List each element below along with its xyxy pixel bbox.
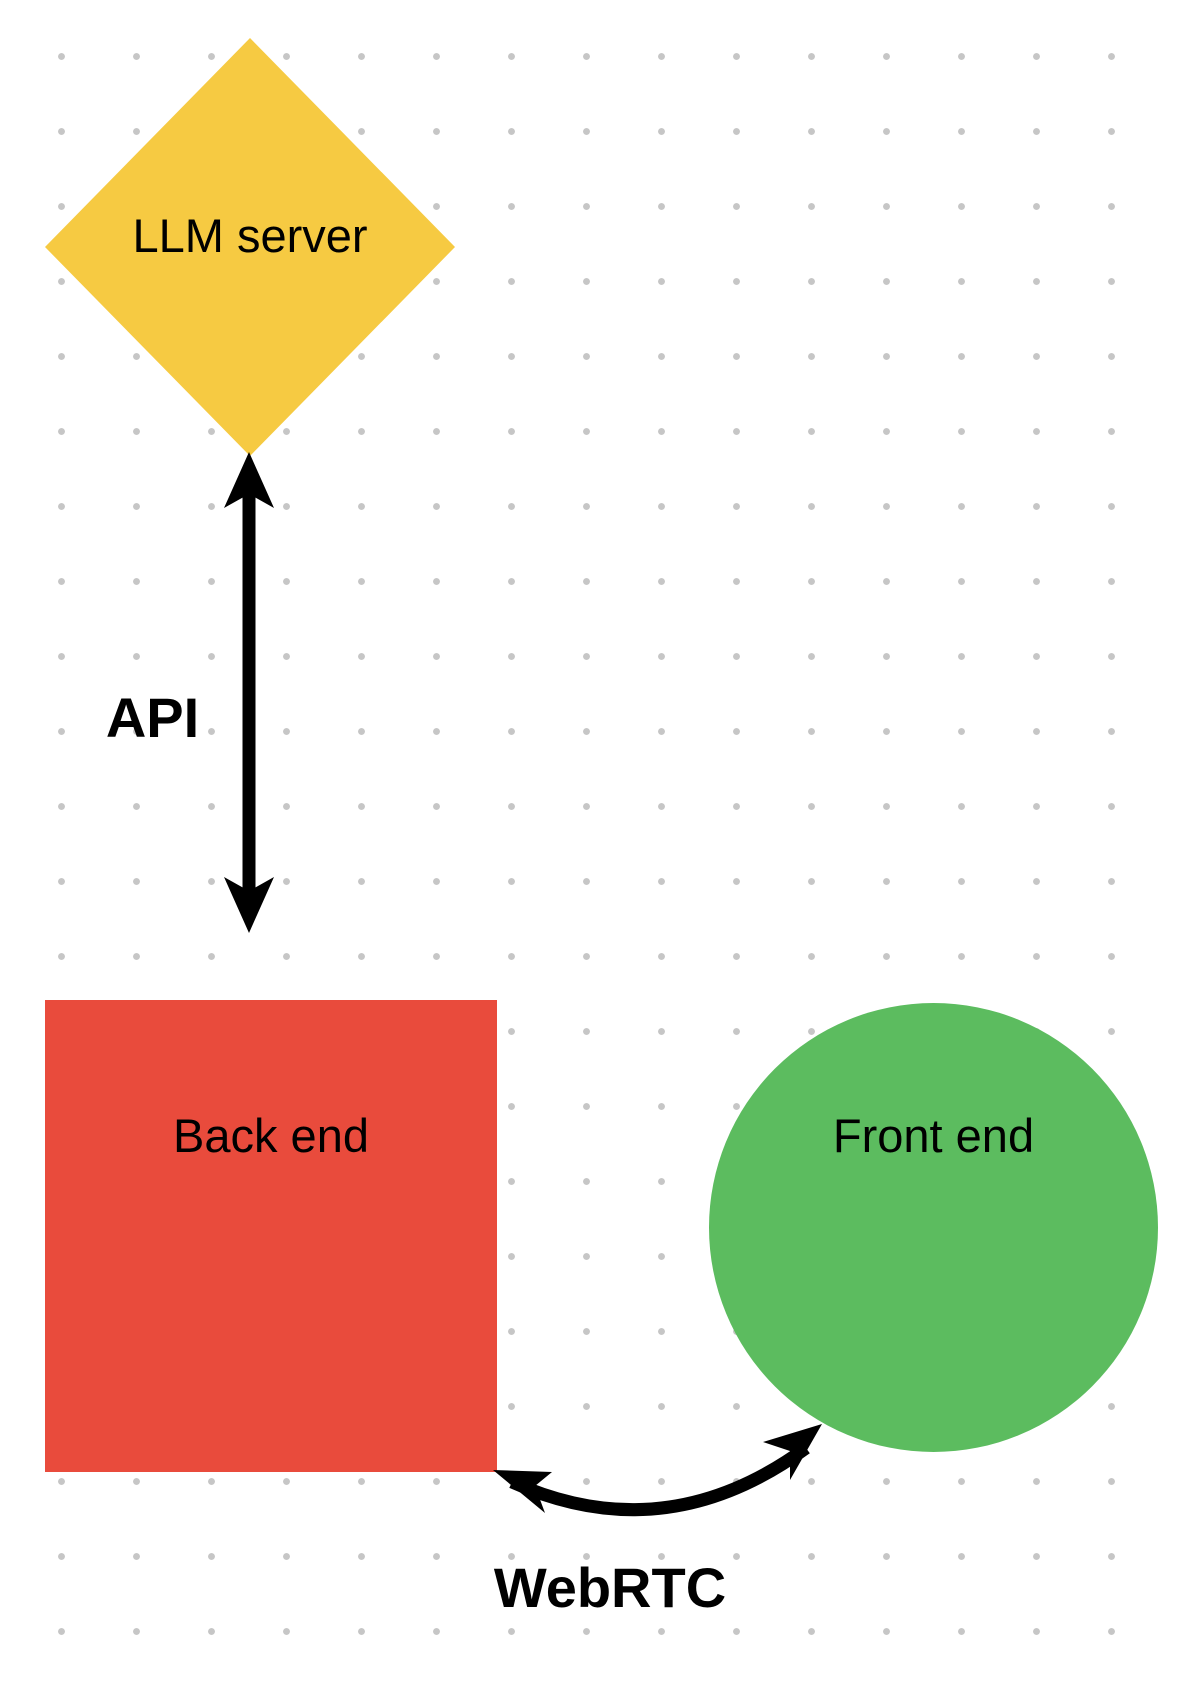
node-back-end[interactable] bbox=[45, 1000, 497, 1472]
node-llm-server[interactable] bbox=[45, 38, 455, 456]
arrowhead-right-icon bbox=[763, 1424, 822, 1480]
arrowhead-down-icon bbox=[224, 877, 274, 933]
edge-webrtc-arrow[interactable] bbox=[493, 1424, 822, 1517]
node-front-end[interactable] bbox=[709, 1003, 1158, 1452]
arrowhead-left-icon bbox=[493, 1470, 552, 1513]
edge-label-api: API bbox=[105, 686, 200, 749]
arrowhead-up-icon bbox=[224, 452, 274, 508]
edge-webrtc-curve bbox=[509, 1442, 810, 1517]
edge-label-webrtc: WebRTC bbox=[493, 1556, 727, 1619]
edge-api-arrow[interactable] bbox=[224, 452, 274, 933]
